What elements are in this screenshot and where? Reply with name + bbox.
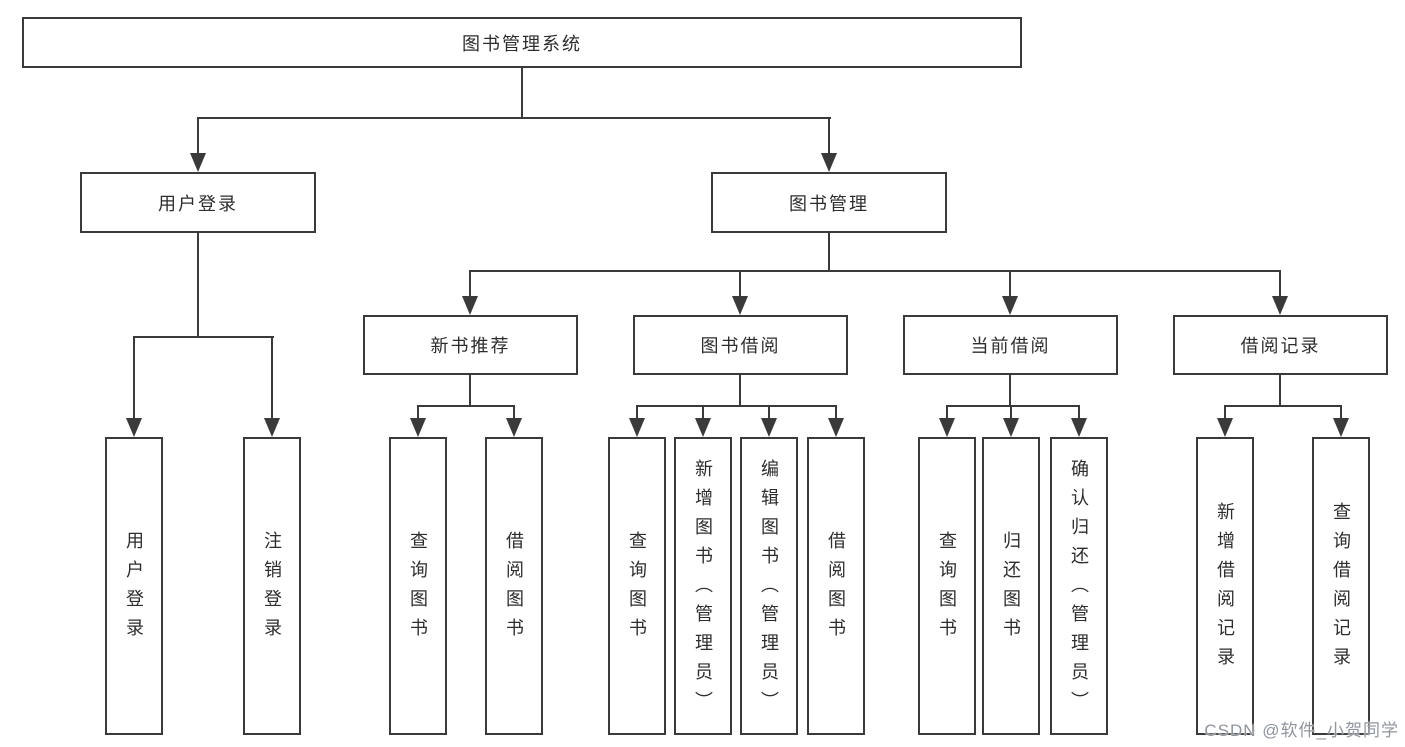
node-label: 用户登录 (158, 193, 238, 214)
connector-line (271, 336, 273, 420)
connector-line (1279, 375, 1281, 406)
node-book-management: 图书管理 (711, 172, 947, 233)
connector-line (197, 117, 831, 119)
arrow-down-icon (1333, 418, 1349, 437)
arrow-down-icon (1272, 296, 1288, 315)
node-label: 图书借阅 (700, 336, 781, 356)
node-borrowing-records: 借阅记录 (1173, 315, 1388, 375)
leaf-query-books: 查询图书 (608, 437, 666, 735)
leaf-borrow-books: 借阅图书 (807, 437, 865, 735)
leaf-label: 确认归还（管理员） (1069, 458, 1089, 720)
leaf-query-borrow-record: 查询借阅记录 (1312, 437, 1370, 735)
leaf-label: 归还图书 (1001, 531, 1021, 647)
leaf-label: 用户登录 (124, 531, 144, 647)
connector-line (469, 270, 1281, 272)
leaf-label: 新增借阅记录 (1215, 502, 1235, 676)
arrow-down-icon (629, 418, 645, 437)
leaf-label: 查询图书 (937, 531, 957, 647)
connector-line (1279, 270, 1281, 298)
arrow-down-icon (732, 296, 748, 315)
arrow-down-icon (126, 418, 142, 437)
connector-line (417, 405, 515, 407)
connector-line (417, 405, 419, 421)
connector-line (133, 336, 274, 338)
connector-line (1224, 405, 1226, 421)
leaf-borrow-books: 借阅图书 (485, 437, 543, 735)
leaf-return-books: 归还图书 (982, 437, 1040, 735)
connector-line (197, 233, 199, 338)
arrow-down-icon (1217, 418, 1233, 437)
connector-line (1078, 405, 1080, 421)
node-label: 借阅记录 (1240, 336, 1321, 356)
connector-line (521, 68, 523, 118)
arrow-down-icon (821, 153, 837, 172)
connector-line (469, 270, 471, 298)
connector-line (1340, 405, 1342, 421)
arrow-down-icon (410, 418, 426, 437)
arrow-down-icon (506, 418, 522, 437)
leaf-label: 注销登录 (262, 531, 282, 647)
leaf-edit-book-admin: 编辑图书（管理员） (740, 437, 798, 735)
node-book-borrowing: 图书借阅 (633, 315, 848, 375)
connector-line (702, 405, 704, 421)
leaf-query-books: 查询图书 (918, 437, 976, 735)
leaf-label: 借阅图书 (504, 531, 524, 647)
node-new-book-recommendation: 新书推荐 (363, 315, 578, 375)
node-label: 图书管理系统 (462, 33, 582, 54)
leaf-add-book-admin: 新增图书（管理员） (674, 437, 732, 735)
leaf-label: 查询图书 (408, 531, 428, 647)
leaf-query-books: 查询图书 (389, 437, 447, 735)
connector-line (739, 375, 741, 406)
connector-line (828, 233, 830, 272)
arrow-down-icon (761, 418, 777, 437)
node-book-management-system: 图书管理系统 (22, 17, 1022, 68)
connector-line (739, 270, 741, 298)
connector-line (1224, 405, 1342, 407)
connector-line (946, 405, 948, 421)
connector-line (513, 405, 515, 421)
connector-line (636, 405, 837, 407)
leaf-logout: 注销登录 (243, 437, 301, 735)
arrow-down-icon (462, 296, 478, 315)
leaf-add-borrow-record: 新增借阅记录 (1196, 437, 1254, 735)
leaf-user-login: 用户登录 (105, 437, 163, 735)
node-label: 当前借阅 (970, 336, 1051, 356)
connector-line (768, 405, 770, 421)
connector-line (835, 405, 837, 421)
arrow-down-icon (264, 418, 280, 437)
leaf-label: 查询图书 (627, 531, 647, 647)
leaf-label: 编辑图书（管理员） (759, 458, 779, 720)
leaf-label: 新增图书（管理员） (693, 458, 713, 720)
connector-line (1009, 375, 1011, 406)
connector-line (636, 405, 638, 421)
connector-line (469, 375, 471, 406)
watermark: CSDN @软件_小贺同学 (1204, 721, 1399, 740)
connector-line (1009, 270, 1011, 298)
arrow-down-icon (695, 418, 711, 437)
arrow-down-icon (1002, 296, 1018, 315)
connector-line (946, 405, 1080, 407)
connector-line (197, 117, 199, 155)
arrow-down-icon (828, 418, 844, 437)
leaf-confirm-return-admin: 确认归还（管理员） (1050, 437, 1108, 735)
arrow-down-icon (190, 153, 206, 172)
connector-line (828, 117, 830, 155)
arrow-down-icon (1003, 418, 1019, 437)
arrow-down-icon (1071, 418, 1087, 437)
arrow-down-icon (939, 418, 955, 437)
leaf-label: 借阅图书 (826, 531, 846, 647)
node-current-borrowing: 当前借阅 (903, 315, 1118, 375)
leaf-label: 查询借阅记录 (1331, 502, 1351, 676)
node-label: 新书推荐 (430, 336, 511, 356)
connector-line (1010, 405, 1012, 421)
node-user-login: 用户登录 (80, 172, 316, 233)
connector-line (133, 336, 135, 420)
node-label: 图书管理 (789, 193, 869, 214)
